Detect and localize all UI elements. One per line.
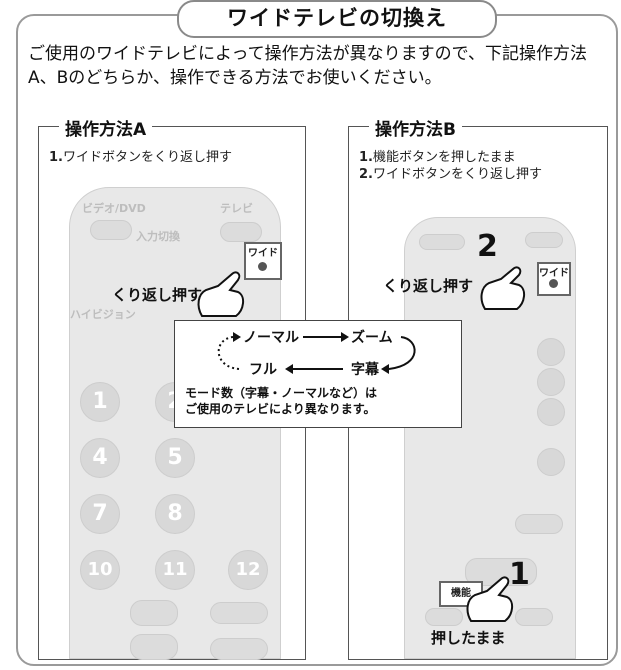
remote-label-tv: テレビ [220, 202, 253, 215]
number-button-4: 4 [80, 438, 120, 478]
remote-button [537, 368, 565, 396]
wide-button-b-label: ワイド [539, 268, 569, 279]
remote-button [210, 602, 268, 624]
mode-note: モード数（字幕・ノーマルなど）は ご使用のテレビにより異なります。 [185, 385, 377, 417]
method-b-steps: 1.機能ボタンを押したまま 2.ワイドボタンをくり返し押す [359, 149, 542, 183]
number-button-8: 8 [155, 494, 195, 534]
mode-note-line2: ご使用のテレビにより異なります。 [185, 402, 376, 416]
remote-label-input-switch: 入力切換 [136, 230, 180, 243]
pointing-hand-icon [480, 266, 525, 310]
number-button-1: 1 [80, 382, 120, 422]
method-b-title: 操作方法B [369, 115, 462, 140]
remote-button [537, 448, 565, 476]
mode-note-line1: モード数（字幕・ノーマルなど）は [185, 386, 378, 400]
method-a-step1-num: 1. [49, 150, 63, 165]
remote-label-hd: ハイビジョン [70, 308, 136, 321]
number-button-10: 10 [80, 550, 120, 590]
step-badge-1: 1 [509, 557, 530, 592]
number-button-12: 12 [228, 550, 268, 590]
remote-button [515, 514, 563, 534]
mode-cycle-arrows [217, 332, 416, 374]
wide-button-dot [549, 279, 558, 288]
wide-button-dot [258, 262, 267, 271]
method-b-step2-text: ワイドボタンをくり返し押す [372, 167, 542, 182]
remote-button [425, 608, 463, 626]
wide-button-b[interactable]: ワイド [537, 262, 571, 296]
method-a-step1-text: ワイドボタンをくり返し押す [62, 150, 232, 165]
remote-button [130, 634, 178, 660]
mode-cycle-box: ノーマル ズーム フル 字幕 モード数（字幕・ノーマルなど）は ご使用のテレビに… [174, 320, 462, 428]
remote-button [515, 608, 553, 626]
pointing-hand-icon [466, 576, 513, 622]
remote-button [220, 222, 262, 242]
mode-normal: ノーマル [243, 330, 299, 346]
method-b-callout-hold: 押したまま [431, 629, 506, 647]
remote-button [419, 234, 465, 250]
wide-button-a[interactable]: ワイド [244, 242, 282, 280]
pointing-hand-icon [197, 271, 244, 317]
method-b-step1-text: 機能ボタンを押したまま [372, 150, 516, 165]
remote-button [525, 232, 563, 248]
method-b-step2-num: 2. [359, 167, 373, 182]
method-b-callout-repeat: くり返し押す [383, 277, 474, 295]
method-b-step1-num: 1. [359, 150, 373, 165]
intro-text: ご使用のワイドテレビによって操作方法が異なりますので、下記操作方法A、Bのどちら… [28, 44, 587, 88]
remote-button [130, 600, 178, 626]
number-button-7: 7 [80, 494, 120, 534]
method-a-steps: 1.ワイドボタンをくり返し押す [49, 149, 232, 166]
remote-button [537, 398, 565, 426]
mode-zoom: ズーム [351, 330, 393, 346]
method-a-title: 操作方法A [59, 115, 153, 140]
remote-button [90, 220, 132, 240]
method-a-callout: くり返し押す [112, 286, 203, 304]
remote-button [537, 338, 565, 366]
wide-button-a-label: ワイド [248, 248, 278, 259]
number-button-11: 11 [155, 550, 195, 590]
remote-label-video-dvd: ビデオ/DVD [82, 202, 146, 215]
step-badge-2: 2 [477, 229, 498, 264]
mode-full: フル [249, 362, 277, 378]
remote-button [210, 638, 268, 660]
page-title: ワイドテレビの切換え [177, 0, 497, 38]
mode-subtitle: 字幕 [351, 362, 379, 378]
number-button-5: 5 [155, 438, 195, 478]
